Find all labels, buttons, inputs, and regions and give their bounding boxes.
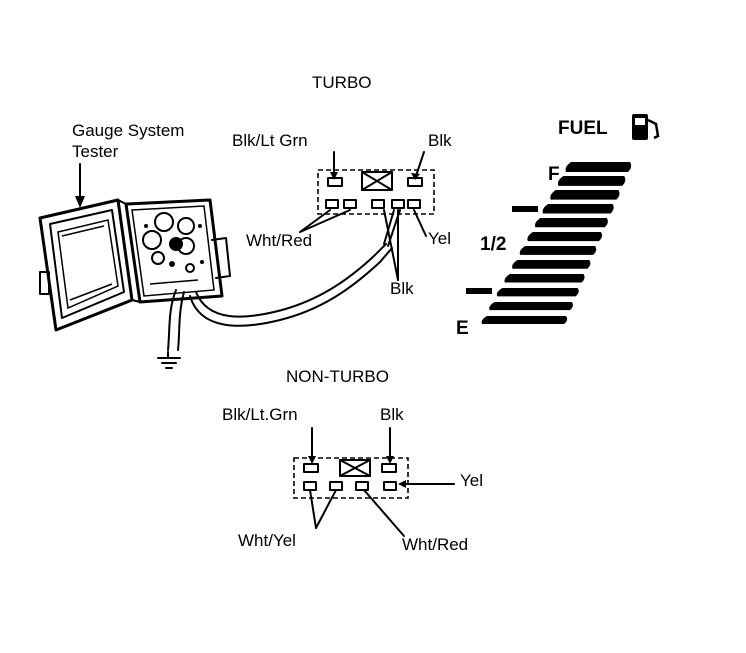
turbo-label-yel: Yel [428,229,451,248]
gauge-system-tester [38,163,393,369]
nonturbo-label-blk-lt-grn: Blk/Lt.Grn [222,405,298,424]
turbo-heading: TURBO [312,73,372,92]
tester-label-line2: Tester [72,142,119,161]
fuel-bar-segment [512,260,591,269]
fuel-tick-mark [512,206,538,212]
fuel-tick-mark [466,288,492,294]
fuel-bar-segment [527,232,603,242]
turbo-label-blk-lt-grn: Blk/Lt Grn [232,131,308,150]
fuel-bar-segment [496,288,579,297]
fuel-label-full: F [548,164,560,185]
nonturbo-label-wht-yel: Wht/Yel [238,531,296,550]
fuel-label-empty: E [456,318,469,339]
turbo-label-blk-top: Blk [428,131,452,150]
fuel-bar-segment [535,218,608,228]
fuel-bar-segment [504,274,585,283]
nonturbo-heading: NON-TURBO [286,367,389,386]
turbo-label-blk-bottom: Blk [390,279,414,298]
fuel-gauge-title: FUEL [558,118,608,139]
fuel-bar-segment [542,204,614,214]
fuel-bar-segment [519,246,597,255]
fuel-pump-icon [632,114,660,140]
nonturbo-label-yel: Yel [460,471,483,490]
fuel-gauge-bars [466,162,632,324]
fuel-bar-segment [557,176,626,186]
nonturbo-label-wht-red: Wht/Red [402,535,468,554]
fuel-bar-segment [489,302,573,311]
nonturbo-connector [293,457,409,499]
fuel-bar-segment [481,316,568,324]
tester-label-line1: Gauge System [72,121,184,140]
fuel-bar-segment [565,162,632,172]
fuel-bar-segment [550,190,620,200]
fuel-label-half: 1/2 [480,234,506,255]
turbo-label-wht-red: Wht/Red [246,231,312,250]
nonturbo-label-blk: Blk [380,405,404,424]
